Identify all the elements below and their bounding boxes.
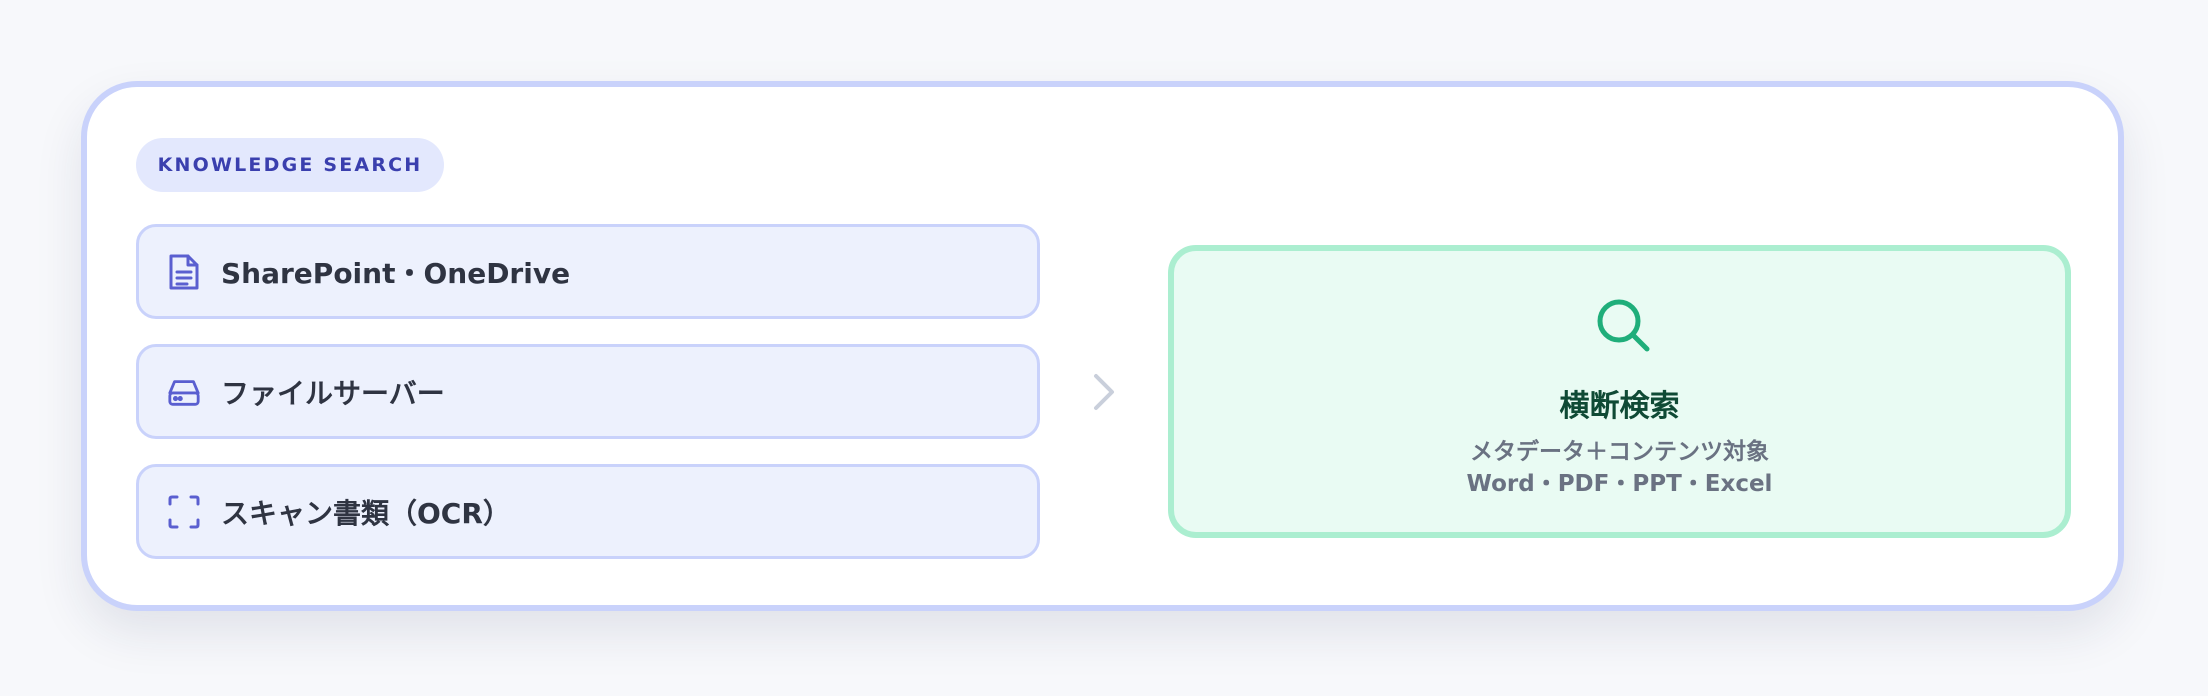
panel-title: 横断検索 bbox=[1559, 389, 1680, 424]
section-badge-label: KNOWLEDGE SEARCH bbox=[157, 154, 423, 176]
chevron-right-icon bbox=[1090, 372, 1118, 412]
panel-subtitle-formats: Word・PDF・PPT・Excel bbox=[1466, 471, 1773, 497]
source-label: ファイルサーバー bbox=[221, 376, 445, 410]
document-icon bbox=[167, 253, 201, 291]
source-sharepoint-onedrive[interactable]: SharePoint・OneDrive bbox=[136, 224, 1040, 319]
hard-drive-icon bbox=[167, 373, 201, 411]
source-file-server[interactable]: ファイルサーバー bbox=[136, 344, 1040, 439]
section-badge: KNOWLEDGE SEARCH bbox=[136, 138, 444, 192]
source-label: SharePoint・OneDrive bbox=[221, 256, 571, 290]
cross-search-panel: 横断検索 メタデータ＋コンテンツ対象 Word・PDF・PPT・Excel bbox=[1168, 245, 2071, 538]
search-icon bbox=[1595, 297, 1653, 355]
scan-frame-icon bbox=[167, 493, 201, 531]
panel-subtitle-scope: メタデータ＋コンテンツ対象 bbox=[1470, 439, 1769, 465]
source-label: スキャン書類（OCR） bbox=[221, 496, 511, 530]
source-scanned-documents[interactable]: スキャン書類（OCR） bbox=[136, 464, 1040, 559]
